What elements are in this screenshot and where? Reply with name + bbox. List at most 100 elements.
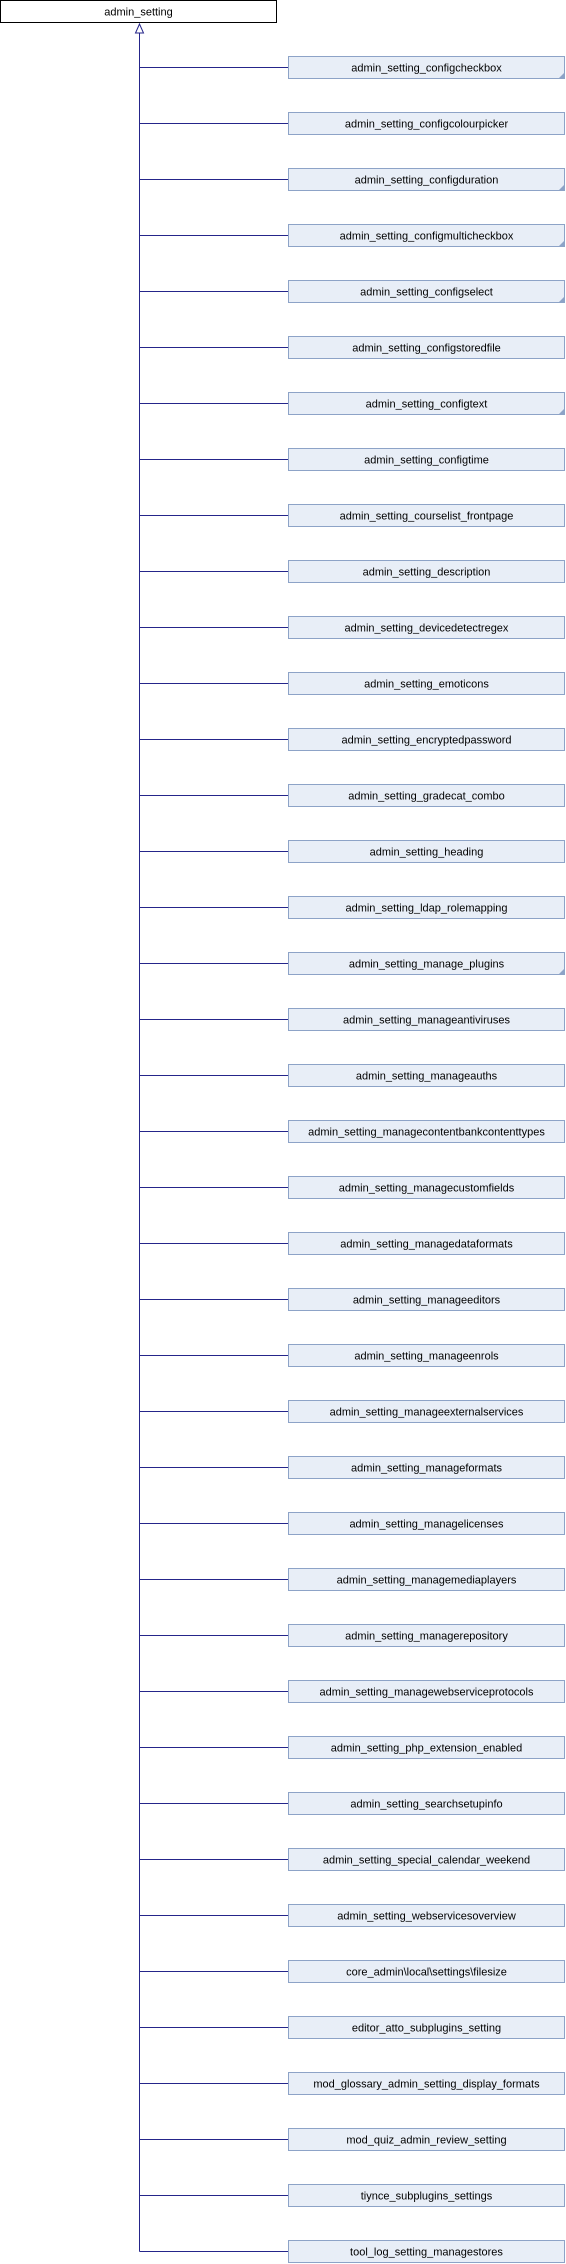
subclass-box xyxy=(288,1512,565,1535)
subclass-node[interactable]: admin_setting_webservicesoverview xyxy=(288,1904,565,1927)
subclass-label: admin_setting_webservicesoverview xyxy=(337,1911,516,1923)
subclass-box xyxy=(288,1120,565,1143)
subclass-label: admin_setting_manageenrols xyxy=(354,1351,499,1363)
subclass-node[interactable]: admin_setting_searchsetupinfo xyxy=(288,1792,565,1815)
subclass-box xyxy=(288,1008,565,1031)
subclass-box xyxy=(288,616,565,639)
subclass-node[interactable]: tool_log_setting_managestores xyxy=(288,2240,565,2263)
subclass-label: tiynce_subplugins_settings xyxy=(361,2191,493,2203)
subclass-label: admin_setting_managemediaplayers xyxy=(337,1575,517,1587)
subclass-node[interactable]: admin_setting_managerepository xyxy=(288,1624,565,1647)
subclass-node[interactable]: mod_quiz_admin_review_setting xyxy=(288,2128,565,2151)
subclass-label: core_admin\local\settings\filesize xyxy=(346,1967,507,1979)
subclass-box xyxy=(288,1232,565,1255)
subclass-node[interactable]: admin_setting_php_extension_enabled xyxy=(288,1736,565,1759)
subclass-node[interactable]: editor_atto_subplugins_setting xyxy=(288,2016,565,2039)
subclass-node[interactable]: admin_setting_managelicenses xyxy=(288,1512,565,1535)
subclass-node[interactable]: admin_setting_manage_plugins xyxy=(288,952,565,975)
subclass-box xyxy=(288,1960,565,1983)
subclass-node[interactable]: admin_setting_manageeditors xyxy=(288,1288,565,1311)
subclass-label: tool_log_setting_managestores xyxy=(350,2247,503,2259)
has-subclasses-marker-icon xyxy=(558,184,565,191)
subclass-node[interactable]: admin_setting_ldap_rolemapping xyxy=(288,896,565,919)
subclass-box xyxy=(288,672,565,695)
subclass-node[interactable]: admin_setting_devicedetectregex xyxy=(288,616,565,639)
subclass-node[interactable]: admin_setting_configcolourpicker xyxy=(288,112,565,135)
subclass-label: admin_setting_configtext xyxy=(366,399,488,411)
subclass-label: admin_setting_managerepository xyxy=(345,1631,508,1643)
subclass-label: admin_setting_configtime xyxy=(364,455,489,467)
subclass-box xyxy=(288,448,565,471)
subclass-node[interactable]: admin_setting_manageexternalservices xyxy=(288,1400,565,1423)
subclass-label: admin_setting_emoticons xyxy=(364,679,489,691)
subclass-box xyxy=(288,2240,565,2263)
subclass-label: admin_setting_ldap_rolemapping xyxy=(345,903,507,915)
subclass-node[interactable]: admin_setting_encryptedpassword xyxy=(288,728,565,751)
subclass-box xyxy=(288,1568,565,1591)
subclass-node[interactable]: admin_setting_manageantiviruses xyxy=(288,1008,565,1031)
has-subclasses-marker-icon xyxy=(558,296,565,303)
subclass-box xyxy=(288,2016,565,2039)
inheritance-arrowhead xyxy=(134,22,145,34)
subclass-node[interactable]: admin_setting_managecontentbankcontentty… xyxy=(288,1120,565,1143)
subclass-node[interactable]: admin_setting_heading xyxy=(288,840,565,863)
subclass-label: admin_setting_manageantiviruses xyxy=(343,1015,510,1027)
base-class-node[interactable]: admin_setting xyxy=(0,0,277,23)
subclass-node[interactable]: tiynce_subplugins_settings xyxy=(288,2184,565,2207)
subclass-label: mod_quiz_admin_review_setting xyxy=(346,2135,506,2147)
subclass-node[interactable]: admin_setting_managewebserviceprotocols xyxy=(288,1680,565,1703)
subclass-node[interactable]: admin_setting_manageenrols xyxy=(288,1344,565,1367)
subclass-node[interactable]: admin_setting_managecustomfields xyxy=(288,1176,565,1199)
subclass-box xyxy=(288,1064,565,1087)
subclass-box xyxy=(288,280,565,303)
has-subclasses-marker-icon xyxy=(558,968,565,975)
subclass-node[interactable]: admin_setting_description xyxy=(288,560,565,583)
subclass-node[interactable]: admin_setting_manageauths xyxy=(288,1064,565,1087)
subclass-box xyxy=(288,2184,565,2207)
subclass-node[interactable]: admin_setting_gradecat_combo xyxy=(288,784,565,807)
subclass-box xyxy=(288,1176,565,1199)
subclass-node[interactable]: admin_setting_emoticons xyxy=(288,672,565,695)
subclass-label: admin_setting_managecontentbankcontentty… xyxy=(308,1127,545,1139)
subclass-label: admin_setting_managedataformats xyxy=(340,1239,513,1251)
subclass-node[interactable]: admin_setting_configselect xyxy=(288,280,565,303)
subclass-node[interactable]: admin_setting_manageformats xyxy=(288,1456,565,1479)
subclass-node[interactable]: admin_setting_managedataformats xyxy=(288,1232,565,1255)
subclass-node[interactable]: admin_setting_managemediaplayers xyxy=(288,1568,565,1591)
subclass-label: admin_setting_configcolourpicker xyxy=(345,119,509,131)
subclass-box xyxy=(288,1624,565,1647)
subclass-label: admin_setting_manageformats xyxy=(351,1463,503,1475)
subclass-box xyxy=(288,224,565,247)
subclass-node[interactable]: admin_setting_configcheckbox xyxy=(288,56,565,79)
subclass-node[interactable]: admin_setting_configmulticheckbox xyxy=(288,224,565,247)
subclass-nodes-layer: admin_setting_configcheckbox admin_settin… xyxy=(288,56,565,2263)
subclass-box xyxy=(288,168,565,191)
subclass-box xyxy=(288,1848,565,1871)
subclass-node[interactable]: admin_setting_configtext xyxy=(288,392,565,415)
subclass-box xyxy=(288,1344,565,1367)
subclass-node[interactable]: admin_setting_configtime xyxy=(288,448,565,471)
subclass-node[interactable]: admin_setting_courselist_frontpage xyxy=(288,504,565,527)
subclass-label: admin_setting_configmulticheckbox xyxy=(340,231,514,243)
subclass-label: admin_setting_encryptedpassword xyxy=(342,735,512,747)
subclass-label: admin_setting_devicedetectregex xyxy=(345,623,509,635)
subclass-label: admin_setting_manageauths xyxy=(356,1071,498,1083)
subclass-node[interactable]: admin_setting_special_calendar_weekend xyxy=(288,1848,565,1871)
has-subclasses-marker-icon xyxy=(558,72,565,79)
subclass-box xyxy=(288,1736,565,1759)
subclass-label: admin_setting_configcheckbox xyxy=(351,63,502,75)
subclass-label: admin_setting_configduration xyxy=(355,175,499,187)
subclass-label: admin_setting_special_calendar_weekend xyxy=(323,1855,530,1867)
subclass-node[interactable]: admin_setting_configstoredfile xyxy=(288,336,565,359)
base-class-box xyxy=(0,0,277,23)
subclass-node[interactable]: mod_glossary_admin_setting_display_forma… xyxy=(288,2072,565,2095)
subclass-label: admin_setting_manage_plugins xyxy=(349,959,505,971)
subclass-node[interactable]: core_admin\local\settings\filesize xyxy=(288,1960,565,1983)
subclass-box xyxy=(288,1400,565,1423)
subclass-box xyxy=(288,56,565,79)
subclass-node[interactable]: admin_setting_configduration xyxy=(288,168,565,191)
subclass-box xyxy=(288,392,565,415)
base-class-label: admin_setting xyxy=(104,7,173,19)
subclass-label: admin_setting_managecustomfields xyxy=(339,1183,515,1195)
